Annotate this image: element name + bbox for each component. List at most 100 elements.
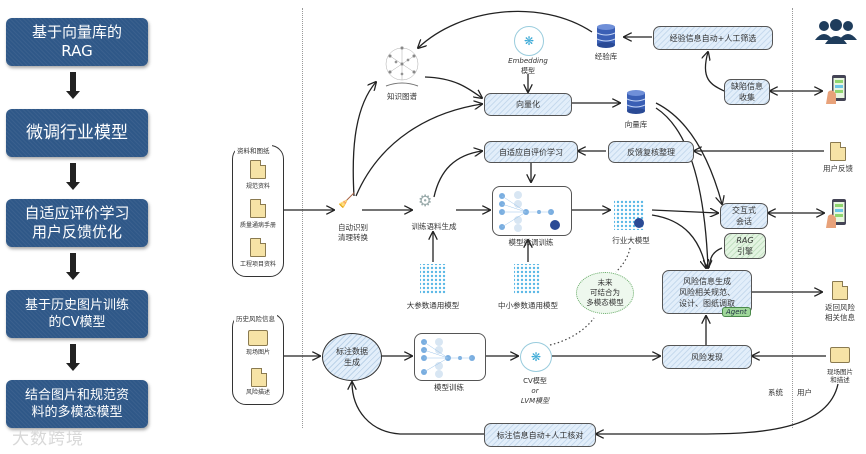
defect-label-line: 收集 bbox=[739, 93, 755, 102]
finetune-label: 模型微调训练 bbox=[508, 238, 554, 247]
clean-label-line: 清理转换 bbox=[338, 233, 368, 242]
label-gen-line: 标注数据 bbox=[336, 347, 368, 356]
rag-engine-node[interactable]: RAG 引擎 bbox=[724, 233, 766, 259]
risk-gen-label-line: 设计、图纸调取 bbox=[679, 298, 735, 308]
vector-database-icon bbox=[626, 90, 646, 114]
risk-info-generation-node[interactable]: 风险信息生成风险相关规范、设计、图纸调取 bbox=[662, 270, 752, 314]
down-arrow-icon bbox=[66, 253, 80, 281]
user-feedback-label: 用户反馈 bbox=[823, 164, 853, 173]
small-general-model-label: 中小参数通用模型 bbox=[498, 301, 558, 310]
doc-label: 规范资料 bbox=[245, 183, 270, 190]
cv-model-label: CV模型 or LVM模型 bbox=[515, 376, 555, 406]
adaptive-eval-label: 自适应自评价学习 bbox=[499, 147, 563, 157]
source-divider bbox=[302, 8, 303, 428]
knowledge-graph-icon bbox=[385, 46, 419, 87]
future-label-line: 可结合为 bbox=[590, 288, 620, 297]
risk-history-group: 历史风险信息 现场图片 风险描述 bbox=[232, 313, 284, 405]
document-icon bbox=[830, 142, 846, 161]
doc-label: 工程项目资料 bbox=[239, 261, 276, 268]
down-arrow-icon bbox=[66, 344, 80, 372]
interactive-label-line: 交互式 bbox=[732, 206, 756, 215]
feedback-review-node[interactable]: 反馈复核整理 bbox=[608, 141, 694, 163]
vector-db-label: 向量库 bbox=[624, 120, 648, 129]
step-label: 微调行业模型 bbox=[26, 122, 128, 143]
edge-cv-future-dotted bbox=[549, 317, 595, 346]
risk-gen-label-line: 风险相关规范、 bbox=[679, 287, 735, 297]
adaptive-eval-node[interactable]: 自适应自评价学习 bbox=[484, 141, 578, 163]
down-arrow-icon bbox=[66, 72, 80, 100]
interactive-session-node[interactable]: 交互式会话 bbox=[720, 203, 768, 229]
edge-rag-to-riskgen bbox=[708, 247, 723, 269]
zone-user-label: 用户 bbox=[797, 388, 812, 397]
image-icon bbox=[248, 330, 268, 346]
feedback-review-label: 反馈复核整理 bbox=[627, 147, 675, 157]
broom-icon: 🧹 bbox=[338, 193, 356, 209]
return-info-line: 相关信息 bbox=[825, 313, 855, 322]
defect-label-line: 缺陷信息 bbox=[731, 82, 763, 91]
defect-collect-node[interactable]: 缺陷信息收集 bbox=[724, 79, 770, 105]
risk-item-label: 现场图片 bbox=[245, 349, 270, 356]
system-user-divider bbox=[792, 8, 793, 428]
clean-label: 自动识别 清理转换 bbox=[326, 223, 380, 243]
future-label-line: 未来 bbox=[597, 278, 613, 287]
edge-clean-to-kg bbox=[352, 82, 376, 197]
expert-filter-label: 经验信息自动+人工筛选 bbox=[669, 33, 757, 43]
step-label: 基于历史图片训练 bbox=[24, 298, 129, 313]
document-icon bbox=[250, 199, 266, 218]
industry-model-cube-icon bbox=[614, 200, 644, 230]
step-label: 用户反馈优化 bbox=[31, 223, 122, 241]
return-info-line: 返回风险 bbox=[825, 303, 855, 312]
finetune-network-node[interactable] bbox=[492, 186, 572, 236]
site-photo-label: 现场图片 和描述 bbox=[818, 368, 862, 384]
image-icon bbox=[830, 347, 850, 363]
model-train-network-node[interactable] bbox=[414, 333, 486, 381]
step-label: 料的多模态模型 bbox=[31, 405, 123, 420]
step-label: 自适应评价学习 bbox=[24, 204, 130, 222]
label-verify-node[interactable]: 标注信息自动+人工核对 bbox=[484, 423, 596, 447]
doc-label: 质量通病手册 bbox=[239, 222, 276, 229]
step-multimodal-model: 结合图片和规范资料的多模态模型 bbox=[6, 380, 148, 428]
edge-industry-future-dotted bbox=[615, 247, 631, 273]
rag-label-line: RAG bbox=[736, 236, 754, 245]
vectorize-node[interactable]: 向量化 bbox=[484, 93, 572, 116]
corpus-gen-label: 训练语料生成 bbox=[411, 222, 457, 231]
site-photo-line: 和描述 bbox=[830, 376, 850, 384]
risk-group-title: 历史风险信息 bbox=[234, 313, 277, 323]
users-group-icon bbox=[815, 19, 857, 44]
rag-label-line: 引擎 bbox=[736, 247, 753, 256]
neural-network-icon bbox=[421, 338, 475, 378]
small-general-model-cube-icon bbox=[514, 264, 540, 294]
cv-label-line: LVM模型 bbox=[520, 397, 550, 405]
expert-filter-node[interactable]: 经验信息自动+人工筛选 bbox=[653, 26, 773, 50]
risk-discovery-node[interactable]: 风险发现 bbox=[662, 345, 752, 369]
knowledge-graph-label: 知识图谱 bbox=[387, 92, 417, 101]
step-label: 结合图片和规范资 bbox=[24, 388, 129, 403]
experience-db-label: 经验库 bbox=[594, 52, 618, 61]
edge-industry-to-interactive bbox=[651, 210, 718, 213]
risk-gen-label-line: 风险信息生成 bbox=[683, 276, 731, 286]
step-label: 基于向量库的 bbox=[31, 23, 122, 41]
future-multimodal-note: 未来可结合为多模态模型 bbox=[576, 272, 634, 314]
down-arrow-icon bbox=[66, 163, 80, 191]
edge-verify-to-labelgen bbox=[352, 382, 484, 435]
edge-vdb-to-interactive bbox=[655, 102, 722, 204]
edge-kg-to-vector bbox=[424, 76, 482, 98]
edge-corpus-to-adaptive bbox=[433, 151, 482, 198]
gears-wrench-icon: ⚙ bbox=[418, 191, 433, 210]
step-label: RAG bbox=[61, 42, 93, 60]
zone-system-label: 系统 bbox=[768, 388, 783, 397]
clean-label-line: 自动识别 bbox=[338, 223, 368, 232]
edge-industry-to-riskgen bbox=[651, 214, 706, 268]
step-label: 的CV模型 bbox=[48, 315, 106, 330]
docs-group-title: 资料和图纸 bbox=[235, 145, 272, 155]
edge-clean-to-vector bbox=[355, 104, 482, 197]
phone-icon bbox=[826, 75, 846, 104]
cv-label-line: or bbox=[531, 387, 539, 395]
label-data-generation-node[interactable]: 标注数据生成 bbox=[322, 333, 382, 381]
large-general-model-cube-icon bbox=[420, 264, 446, 294]
future-label-line: 多模态模型 bbox=[586, 298, 624, 307]
docs-group: 资料和图纸 规范资料 质量通病手册 工程项目资料 bbox=[232, 145, 284, 277]
label-verify-label: 标注信息自动+人工核对 bbox=[496, 430, 584, 440]
edge-vdb-to-riskgen bbox=[655, 107, 708, 268]
